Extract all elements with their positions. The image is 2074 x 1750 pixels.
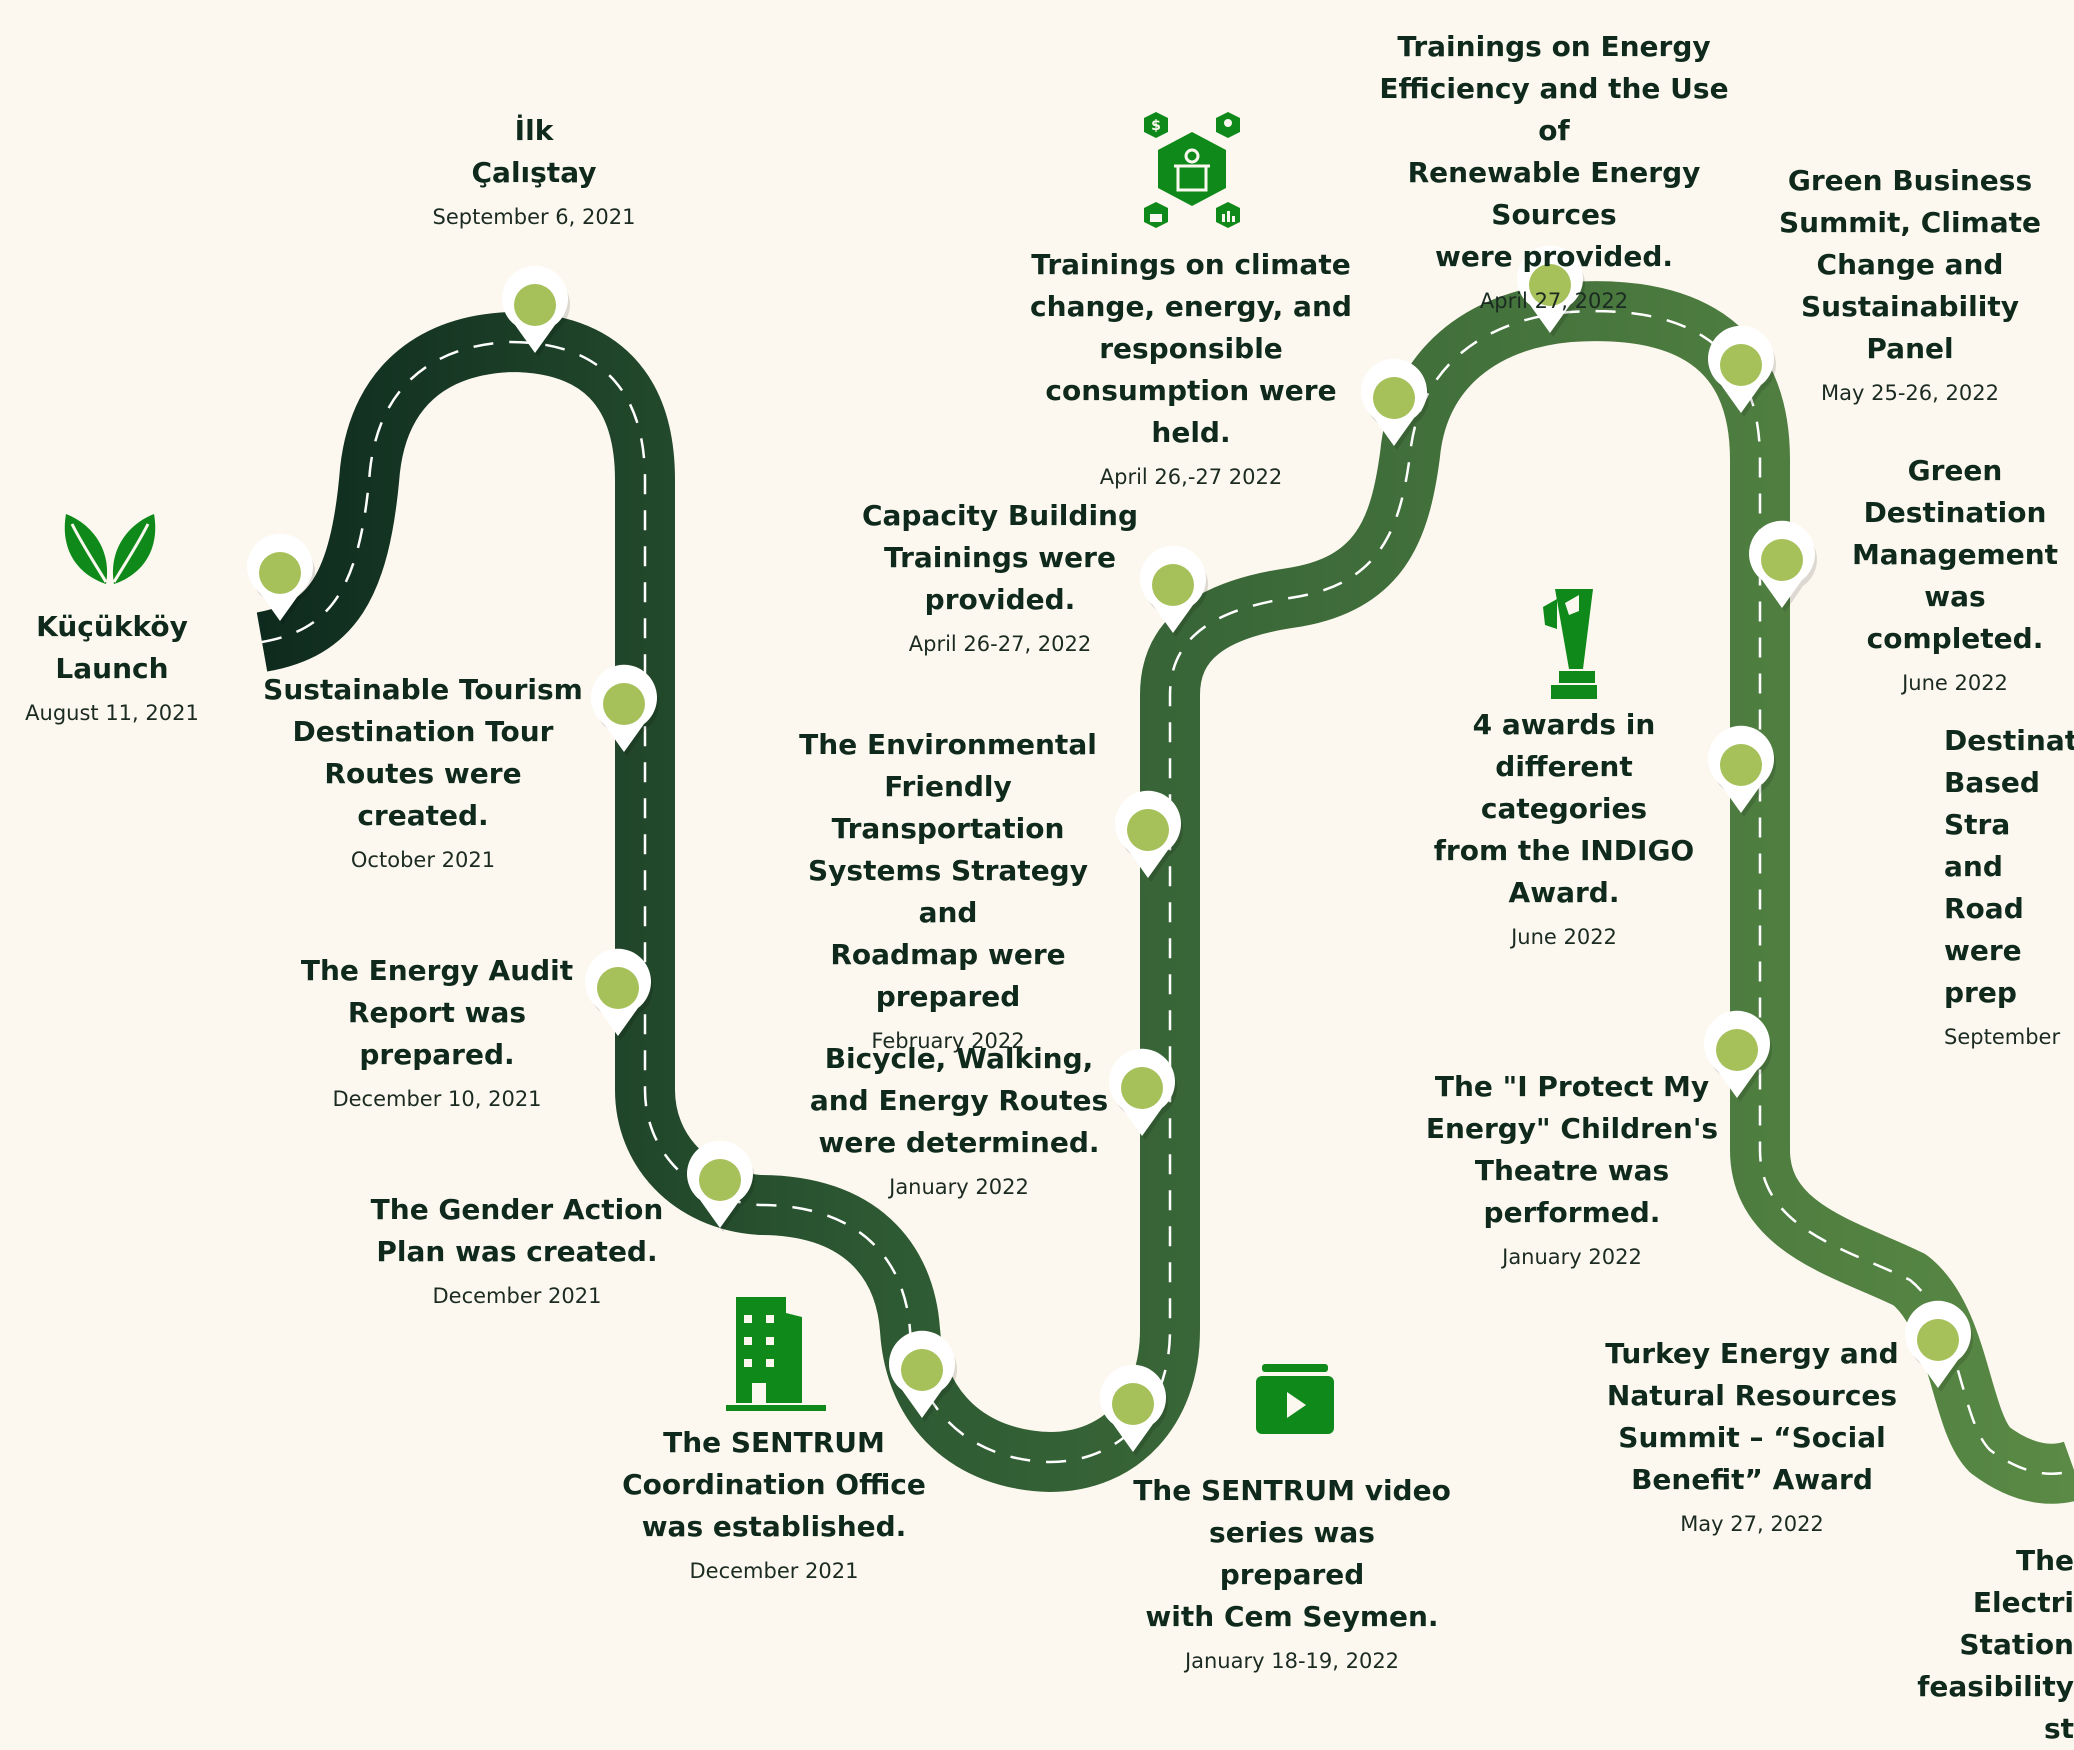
- event-e19: The Electri Station feasibility st: [1916, 1540, 2074, 1750]
- event-title: The SENTRUM Coordination Office was esta…: [622, 1426, 926, 1543]
- event-date: June 2022: [1511, 925, 1617, 949]
- event-date: June 2022: [1902, 671, 2008, 695]
- event-date: January 2022: [1502, 1245, 1642, 1269]
- timeline-marker-pin: [1115, 790, 1183, 882]
- event-date: May 27, 2022: [1680, 1512, 1824, 1536]
- event-title: Turkey Energy and Natural Resources Summ…: [1605, 1337, 1899, 1496]
- timeline-marker-pin: [585, 948, 653, 1040]
- timeline-marker-pin: [889, 1330, 957, 1422]
- event-title: The "I Protect My Energy" Children's The…: [1425, 1070, 1719, 1229]
- timeline-marker-pin: [1749, 520, 1817, 612]
- leaf-icon: [64, 514, 156, 584]
- event-e9: Capacity Building Trainings were provide…: [850, 495, 1150, 659]
- event-title: Green Business Summit, Climate Change an…: [1778, 164, 2041, 365]
- event-e5: The Gender Action Plan was created. Dece…: [357, 1189, 677, 1311]
- event-date: January 2022: [889, 1175, 1029, 1199]
- event-e8: The Environmental Friendly Transportatio…: [778, 724, 1118, 1056]
- event-title: Bicycle, Walking, and Energy Routes were…: [809, 1042, 1109, 1159]
- timeline-marker-pin: [591, 664, 659, 756]
- event-e14: The "I Protect My Energy" Children's The…: [1422, 1066, 1722, 1272]
- timeline-marker-pin: [1904, 1300, 1973, 1392]
- event-e15: Green Business Summit, Climate Change an…: [1760, 160, 2060, 408]
- timeline-marker-pin: [1360, 358, 1429, 450]
- event-title: Destinat Based Stra and Road were prep: [1944, 724, 2074, 1009]
- event-date: December 2021: [689, 1559, 859, 1583]
- event-title: İlk Çalıştay: [471, 114, 597, 189]
- event-date: October 2021: [350, 848, 496, 872]
- presenter-network-icon: $: [1144, 112, 1240, 228]
- event-e7: Bicycle, Walking, and Energy Routes were…: [809, 1038, 1109, 1202]
- event-date: May 25-26, 2022: [1821, 381, 1999, 405]
- event-title: The Gender Action Plan was created.: [370, 1193, 664, 1268]
- timeline-marker-pin: [687, 1140, 755, 1232]
- video-play-icon: [1256, 1364, 1334, 1434]
- timeline-marker-pin: [1704, 1010, 1772, 1102]
- event-e13: 4 awards in different categories from th…: [1414, 704, 1714, 952]
- event-title: 4 awards in different categories from th…: [1433, 708, 1695, 909]
- event-title: Capacity Building Trainings were provide…: [861, 499, 1139, 616]
- event-date: February 2022: [871, 1029, 1025, 1053]
- office-building-icon: [726, 1297, 826, 1411]
- event-e18: Destinat Based Stra and Road were prep S…: [1944, 720, 2074, 1052]
- event-e6: The SENTRUM Coordination Office was esta…: [614, 1422, 934, 1586]
- event-title: The SENTRUM video series was prepared wi…: [1133, 1474, 1451, 1633]
- event-e1: Küçükköy Launch August 11, 2021: [0, 606, 232, 728]
- event-title: Sustainable Tourism Destination Tour Rou…: [263, 673, 583, 832]
- event-date: April 26,-27 2022: [1099, 465, 1283, 489]
- event-date: April 26-27, 2022: [908, 632, 1092, 656]
- event-title: Küçükköy Launch: [36, 610, 188, 685]
- event-e3: Sustainable Tourism Destination Tour Rou…: [258, 669, 588, 875]
- event-date: December 10, 2021: [332, 1087, 542, 1111]
- event-title: Trainings on climate change, energy, and…: [1030, 248, 1352, 449]
- event-e2: İlk Çalıştay September 6, 2021: [424, 110, 644, 232]
- event-title: The Energy Audit Report was prepared.: [300, 954, 574, 1071]
- timeline-marker-pin: [1100, 1364, 1168, 1456]
- timeline-marker-pin: [1140, 545, 1208, 637]
- svg-text:$: $: [1151, 118, 1161, 134]
- event-e17: Turkey Energy and Natural Resources Summ…: [1602, 1333, 1902, 1539]
- event-date: August 11, 2021: [25, 701, 199, 725]
- event-title: The Environmental Friendly Transportatio…: [799, 728, 1097, 1013]
- event-e12: Trainings on Energy Efficiency and the U…: [1364, 26, 1744, 316]
- event-title: Green Destination Management was complet…: [1851, 454, 2059, 655]
- trophy-icon: [1543, 589, 1597, 699]
- event-title: The Electri Station feasibility st: [1917, 1544, 2074, 1745]
- timeline-marker-pin: [502, 265, 570, 357]
- event-date: September: [1944, 1025, 2061, 1049]
- event-e10: Trainings on climate change, energy, and…: [1011, 244, 1371, 492]
- timeline-marker-pin: [1708, 725, 1776, 817]
- event-date: January 18-19, 2022: [1184, 1649, 1400, 1673]
- timeline-marker-pin: [1708, 325, 1776, 417]
- timeline-marker-pin: [246, 533, 315, 625]
- event-date: April 27, 2022: [1479, 289, 1629, 313]
- event-e16: Green Destination Management was complet…: [1838, 450, 2072, 698]
- event-title: Trainings on Energy Efficiency and the U…: [1379, 30, 1729, 273]
- event-date: September 6, 2021: [432, 205, 636, 229]
- timeline-marker-pin: [1109, 1048, 1177, 1140]
- event-e11: The SENTRUM video series was prepared wi…: [1132, 1470, 1452, 1676]
- event-e4: The Energy Audit Report was prepared. De…: [297, 950, 577, 1114]
- timeline-marker-pin: [1517, 245, 1585, 337]
- event-date: December 2021: [432, 1284, 602, 1308]
